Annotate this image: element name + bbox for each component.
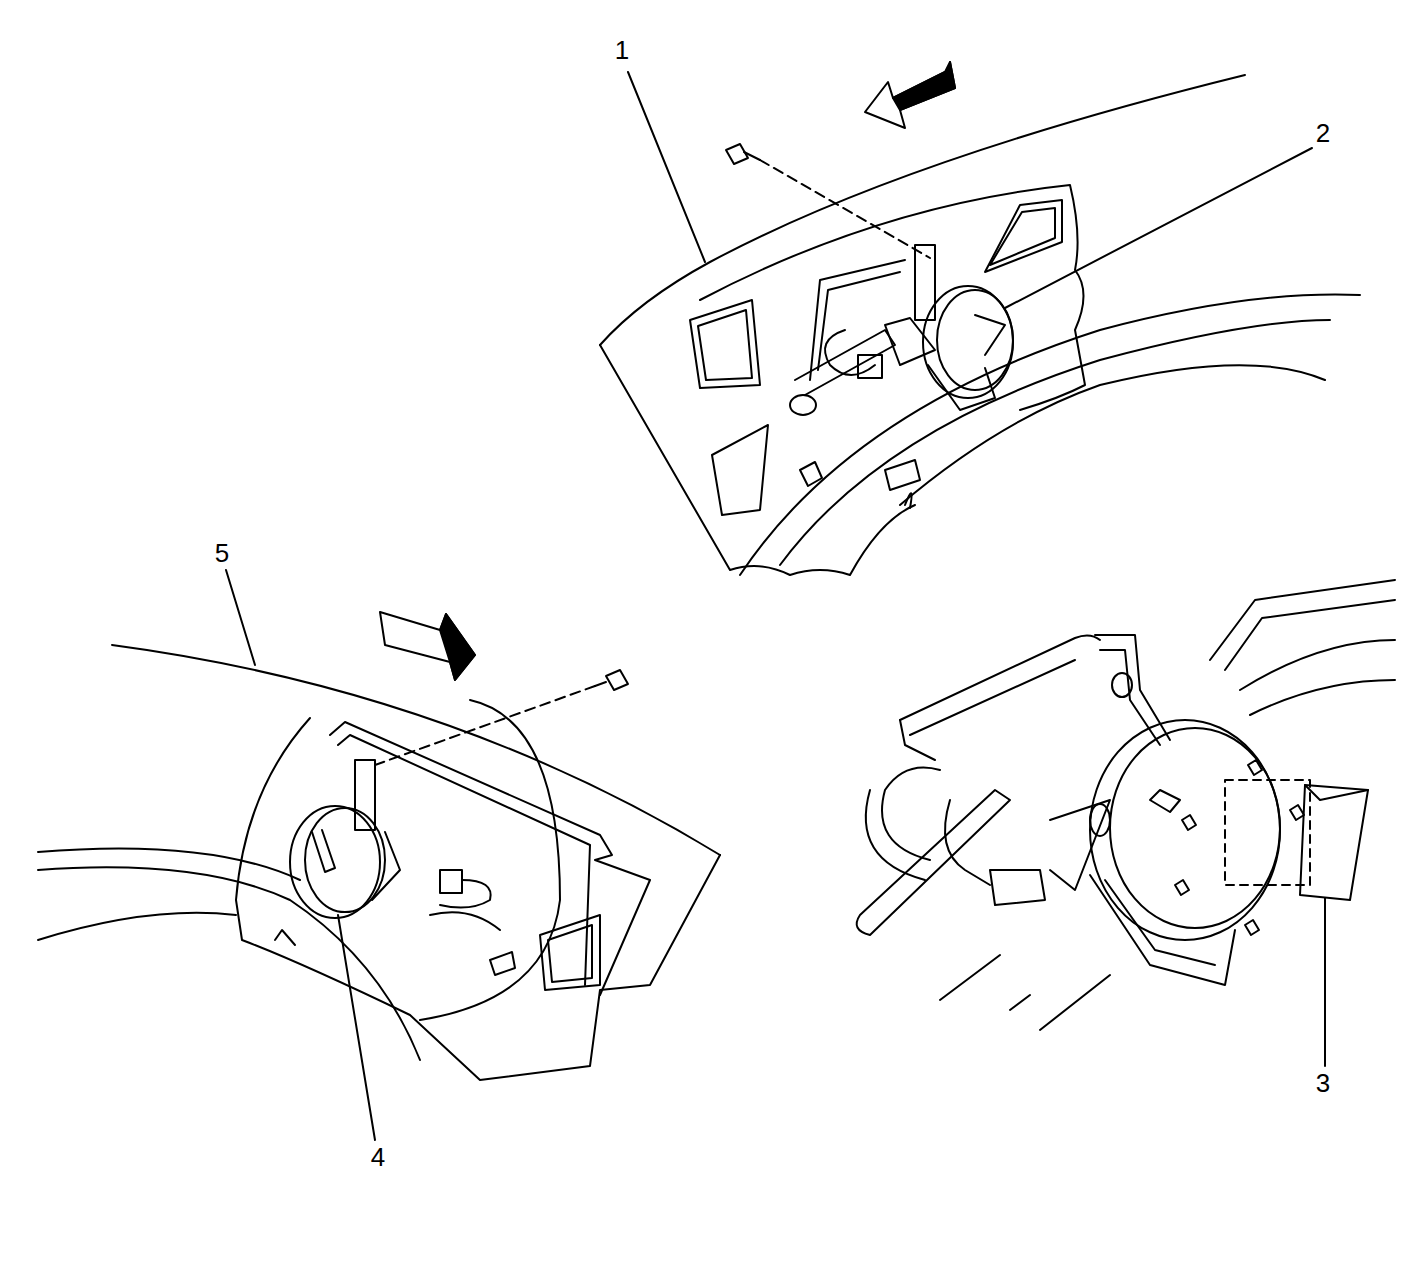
callout-number: 4 (371, 1144, 385, 1170)
callout-number: 2 (1316, 120, 1330, 146)
callout-number: 3 (1316, 1070, 1330, 1096)
callout-number: 1 (615, 37, 629, 63)
callout-number: 5 (215, 540, 229, 566)
